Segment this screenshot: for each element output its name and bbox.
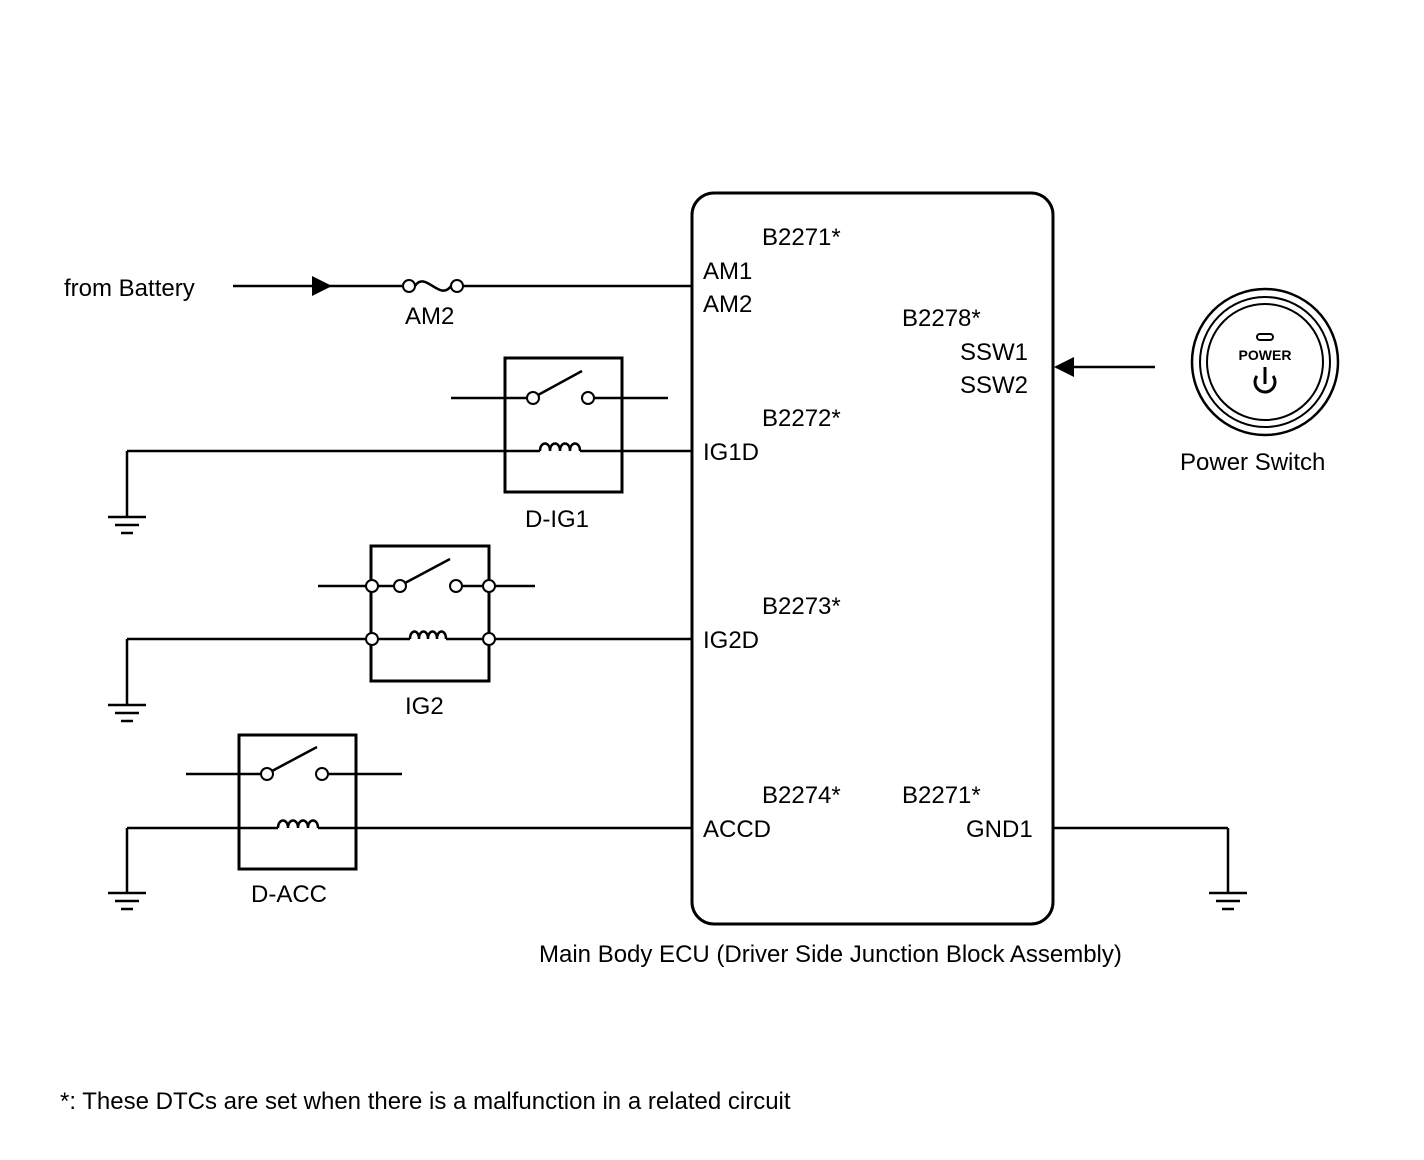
pin-accd: ACCD — [703, 816, 771, 843]
pin-ig1d: IG1D — [703, 439, 759, 466]
ecu-box — [690, 191, 1055, 926]
pin-ssw2: SSW2 — [960, 372, 1028, 399]
relay-d-ig1 — [108, 356, 692, 535]
relay-d-acc — [108, 733, 692, 911]
pin-am1: AM1 — [703, 258, 752, 285]
relay-d-ig1-label: D-IG1 — [525, 506, 589, 533]
pin-ig2d: IG2D — [703, 627, 759, 654]
relay-ig2-label: IG2 — [405, 693, 444, 720]
relay-d-acc-label: D-ACC — [251, 881, 327, 908]
pin-gnd1: GND1 — [966, 816, 1033, 843]
gnd1-ground — [1053, 826, 1247, 911]
pin-am2: AM2 — [703, 291, 752, 318]
dtc-gnd: B2271* — [902, 782, 981, 809]
dtc-am: B2271* — [762, 224, 841, 251]
footnote: *: These DTCs are set when there is a ma… — [60, 1088, 791, 1115]
pin-ssw1: SSW1 — [960, 339, 1028, 366]
power-button-text: POWER — [1239, 347, 1292, 363]
dtc-ig1: B2272* — [762, 405, 841, 432]
dtc-ig2: B2273* — [762, 593, 841, 620]
power-switch-label: Power Switch — [1180, 449, 1325, 476]
ecu-caption: Main Body ECU (Driver Side Junction Bloc… — [539, 941, 1122, 968]
relay-ig2 — [108, 544, 692, 723]
dtc-ssw: B2278* — [902, 305, 981, 332]
fuse-label: AM2 — [405, 303, 454, 330]
power-button-icon — [1190, 287, 1340, 437]
dtc-acc: B2274* — [762, 782, 841, 809]
battery-label: from Battery — [64, 275, 195, 302]
battery-line — [233, 276, 692, 296]
